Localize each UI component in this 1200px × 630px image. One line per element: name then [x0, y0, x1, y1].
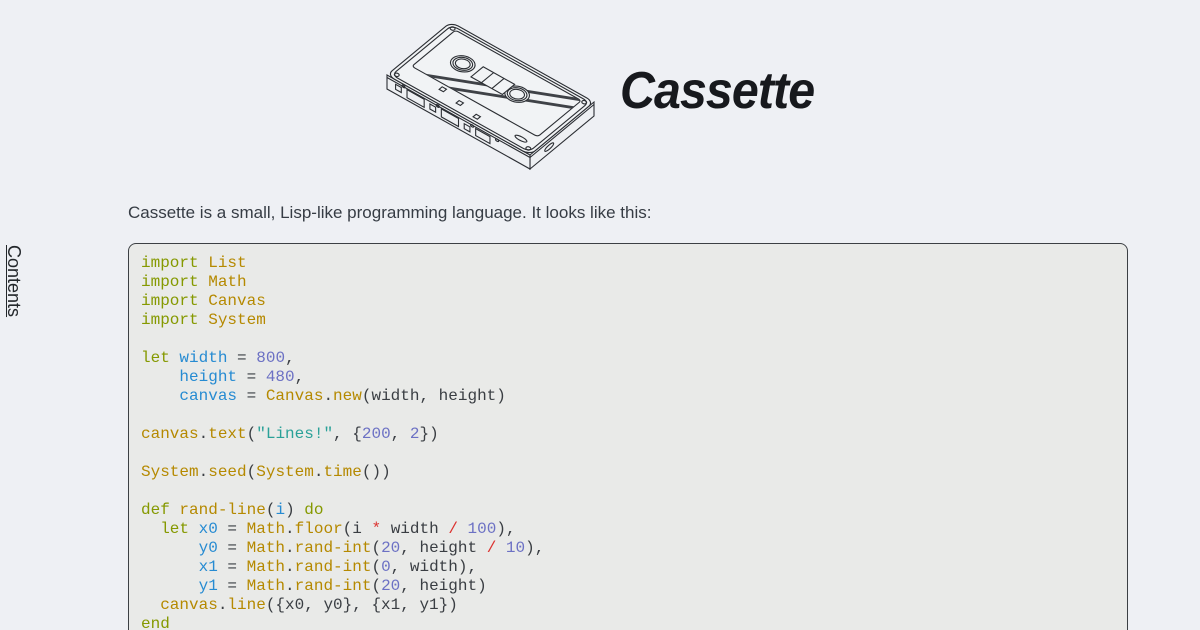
right-reel	[500, 83, 534, 106]
code-line: end	[141, 615, 170, 630]
code-line: y0 = Math.rand-int(20, height / 10),	[198, 539, 545, 557]
code-line: y1 = Math.rand-int(20, height)	[198, 577, 487, 595]
page-title: Cassette	[619, 62, 815, 120]
cassette-top-face	[387, 22, 601, 159]
code-line: canvas.text("Lines!", {200, 2})	[141, 425, 439, 443]
tape-window	[471, 67, 515, 95]
code-line: System.seed(System.time())	[141, 463, 391, 481]
code-line: height = 480,	[179, 368, 305, 386]
code-line: import System	[141, 311, 266, 329]
code-line: let x0 = Math.floor(i * width / 100),	[160, 520, 516, 538]
code-line: import Canvas	[141, 292, 266, 310]
code-line: import Math	[141, 273, 247, 291]
code-line	[141, 444, 1115, 463]
code-line	[141, 406, 1115, 425]
intro-paragraph: Cassette is a small, Lisp-like programmi…	[128, 203, 652, 222]
code-line: x1 = Math.rand-int(0, width),	[198, 558, 478, 576]
left-reel	[445, 52, 479, 75]
code-line: canvas = Canvas.new(width, height)	[179, 387, 506, 405]
main-content: Cassette is a small, Lisp-like programmi…	[128, 202, 1128, 630]
cassette-tape-icon	[372, 6, 606, 176]
code-line: def rand-line(i) do	[141, 501, 324, 519]
code-line: let width = 800,	[141, 349, 295, 367]
code-line	[141, 330, 1115, 349]
code-line	[141, 482, 1115, 501]
code-line: canvas.line({x0, y0}, {x1, y1})	[160, 596, 458, 614]
code-line: import List	[141, 254, 247, 272]
contents-link[interactable]: Contents	[4, 245, 24, 318]
page-header: Cassette	[0, 0, 1200, 176]
